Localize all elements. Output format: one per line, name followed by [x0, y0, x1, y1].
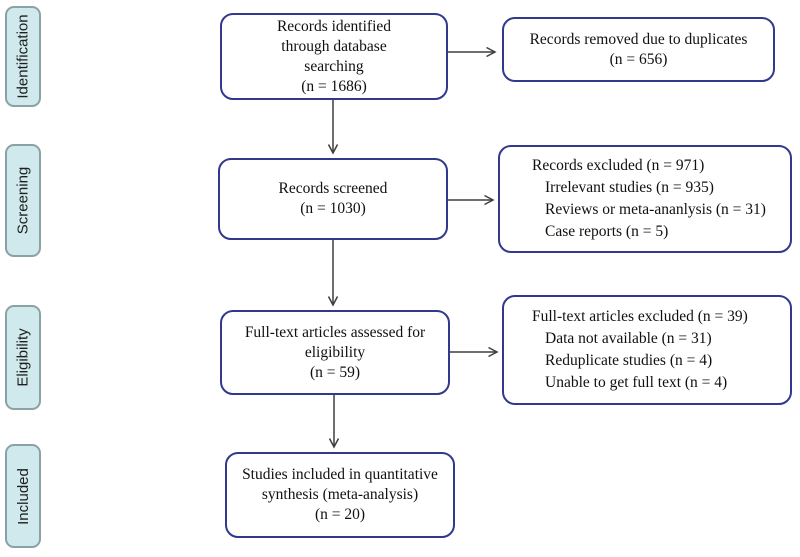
stage-label-identification: Identification — [5, 6, 41, 107]
stage-label-text: Screening — [14, 166, 32, 235]
box-line: synthesis (meta-analysis) — [261, 486, 419, 503]
box-line: Records excluded (n = 971) — [532, 157, 705, 174]
box-line: through database — [281, 37, 387, 55]
box-records-excluded: Records excluded (n = 971) Irrelevant st… — [498, 145, 792, 253]
box-fulltext-excluded: Full-text articles excluded (n = 39) Dat… — [502, 295, 792, 405]
box-line: Data not available (n = 31) — [545, 330, 712, 347]
stage-label-included: Included — [5, 444, 41, 548]
box-line: Case reports (n = 5) — [545, 223, 669, 240]
box-line: Unable to get full text (n = 4) — [545, 374, 728, 391]
box-line: Records removed due to duplicates — [529, 30, 748, 48]
stage-label-screening: Screening — [5, 144, 41, 257]
box-line: Full-text articles excluded (n = 39) — [532, 308, 748, 325]
box-line: (n = 59) — [309, 363, 361, 381]
box-line: Studies included in quantitative — [242, 466, 438, 483]
box-line: Reduplicate studies (n = 4) — [545, 352, 713, 369]
box-line: Records identified — [276, 17, 392, 35]
box-records-identified: Records identified through database sear… — [220, 13, 448, 100]
box-records-screened: Records screened (n = 1030) — [218, 158, 448, 240]
box-line: (n = 1030) — [300, 200, 366, 217]
box-line: Irrelevant studies (n = 935) — [545, 179, 714, 196]
box-duplicates-removed: Records removed due to duplicates (n = 6… — [502, 17, 775, 82]
box-line: (n = 20) — [314, 506, 366, 523]
stage-label-text: Identification — [14, 14, 32, 99]
stage-label-text: Included — [14, 467, 32, 525]
box-line: Reviews or meta-ananlysis (n = 31) — [545, 201, 766, 218]
stage-label-eligibility: Eligibility — [5, 305, 41, 410]
box-line: Records screened — [278, 180, 388, 197]
box-line: (n = 656) — [609, 50, 668, 68]
box-line: searching — [304, 57, 364, 75]
box-line: eligibility — [304, 343, 366, 361]
box-fulltext-assessed: Full-text articles assessed for eligibil… — [220, 310, 450, 395]
stage-label-text: Eligibility — [14, 328, 32, 387]
box-studies-included: Studies included in quantitative synthes… — [225, 452, 455, 538]
box-line: Full-text articles assessed for — [244, 323, 426, 341]
box-line: (n = 1686) — [301, 77, 367, 95]
